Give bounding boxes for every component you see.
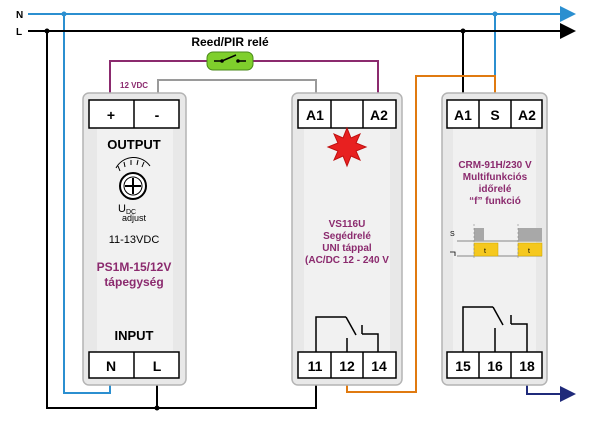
reed-to-a2-wire — [253, 60, 379, 98]
crm-line1: Multifunkciós — [463, 172, 528, 183]
reed-label: Reed/PIR relé — [191, 35, 269, 49]
vs-model: VS116U — [329, 219, 366, 230]
adjust-u: U — [118, 203, 126, 215]
vs-line1: Segédrelé — [323, 231, 371, 242]
adjust-word: adjust — [122, 213, 147, 223]
vs-terminal-a1: A1 — [306, 107, 324, 123]
crm-terminal-16: 16 — [487, 358, 503, 374]
timing-t-label-1: t — [484, 248, 486, 255]
crm-module: A1 S A2 CRM-91H/230 V Multifunkciós időr… — [441, 92, 548, 386]
reed-switch — [206, 51, 254, 71]
psu-voltage-range: 11-13VDC — [109, 234, 160, 246]
psu-terminal-n: N — [106, 358, 116, 374]
vs-terminal-14: 14 — [371, 358, 387, 374]
crm-terminal-a1: A1 — [454, 107, 472, 123]
psu-output-label: OUTPUT — [107, 137, 161, 152]
junction-dots — [44, 11, 498, 411]
vs-terminal-11: 11 — [308, 358, 323, 374]
crm-line2: időrelé — [479, 184, 512, 195]
crm-line3: “f” funkció — [469, 196, 521, 207]
crm-model: CRM-91H/230 V — [458, 160, 532, 171]
psu-terminal-l: L — [153, 358, 162, 374]
signal-wire — [346, 75, 496, 393]
timing-t-label-2: t — [528, 248, 530, 255]
vs-line3: (AC/DC 12 - 240 V — [305, 255, 389, 266]
plus-wire — [109, 60, 207, 98]
psu-terminal-minus: - — [155, 107, 160, 123]
led-icon — [326, 126, 368, 168]
vs-terminal-a2: A2 — [370, 107, 388, 123]
crm-terminal-a2: A2 — [518, 107, 536, 123]
crm-terminal-18: 18 — [519, 358, 535, 374]
psu-terminal-plus: + — [107, 107, 115, 123]
vs-module: A1 A2 VS116U Segédrelé UNI táppal (AC/DC… — [291, 92, 403, 386]
timing-s-label: S — [450, 231, 455, 238]
adjust-sub: DC — [126, 209, 136, 216]
adjust-knob-icon — [115, 156, 151, 200]
minus-wire — [157, 79, 317, 98]
timing-diagram: S t t — [450, 224, 543, 260]
live-label: L — [16, 27, 22, 38]
crm-contact-icon — [462, 306, 528, 352]
supply-voltage-label: 12 VDC — [120, 81, 148, 90]
crm-terminal-15: 15 — [455, 358, 471, 374]
vs-line2: UNI táppal — [322, 243, 372, 254]
psu-type: tápegység — [104, 275, 163, 289]
psu-module: + - OUTPUT U DC adjust 11-13VDC PS1M-15/… — [82, 92, 187, 386]
psu-model: PS1M-15/12V — [97, 260, 172, 274]
psu-input-label: INPUT — [115, 328, 154, 343]
vs-terminal-12: 12 — [339, 358, 355, 374]
crm-terminal-s: S — [490, 107, 499, 123]
relay-contact-icon — [315, 316, 379, 352]
neutral-label: N — [16, 10, 23, 21]
